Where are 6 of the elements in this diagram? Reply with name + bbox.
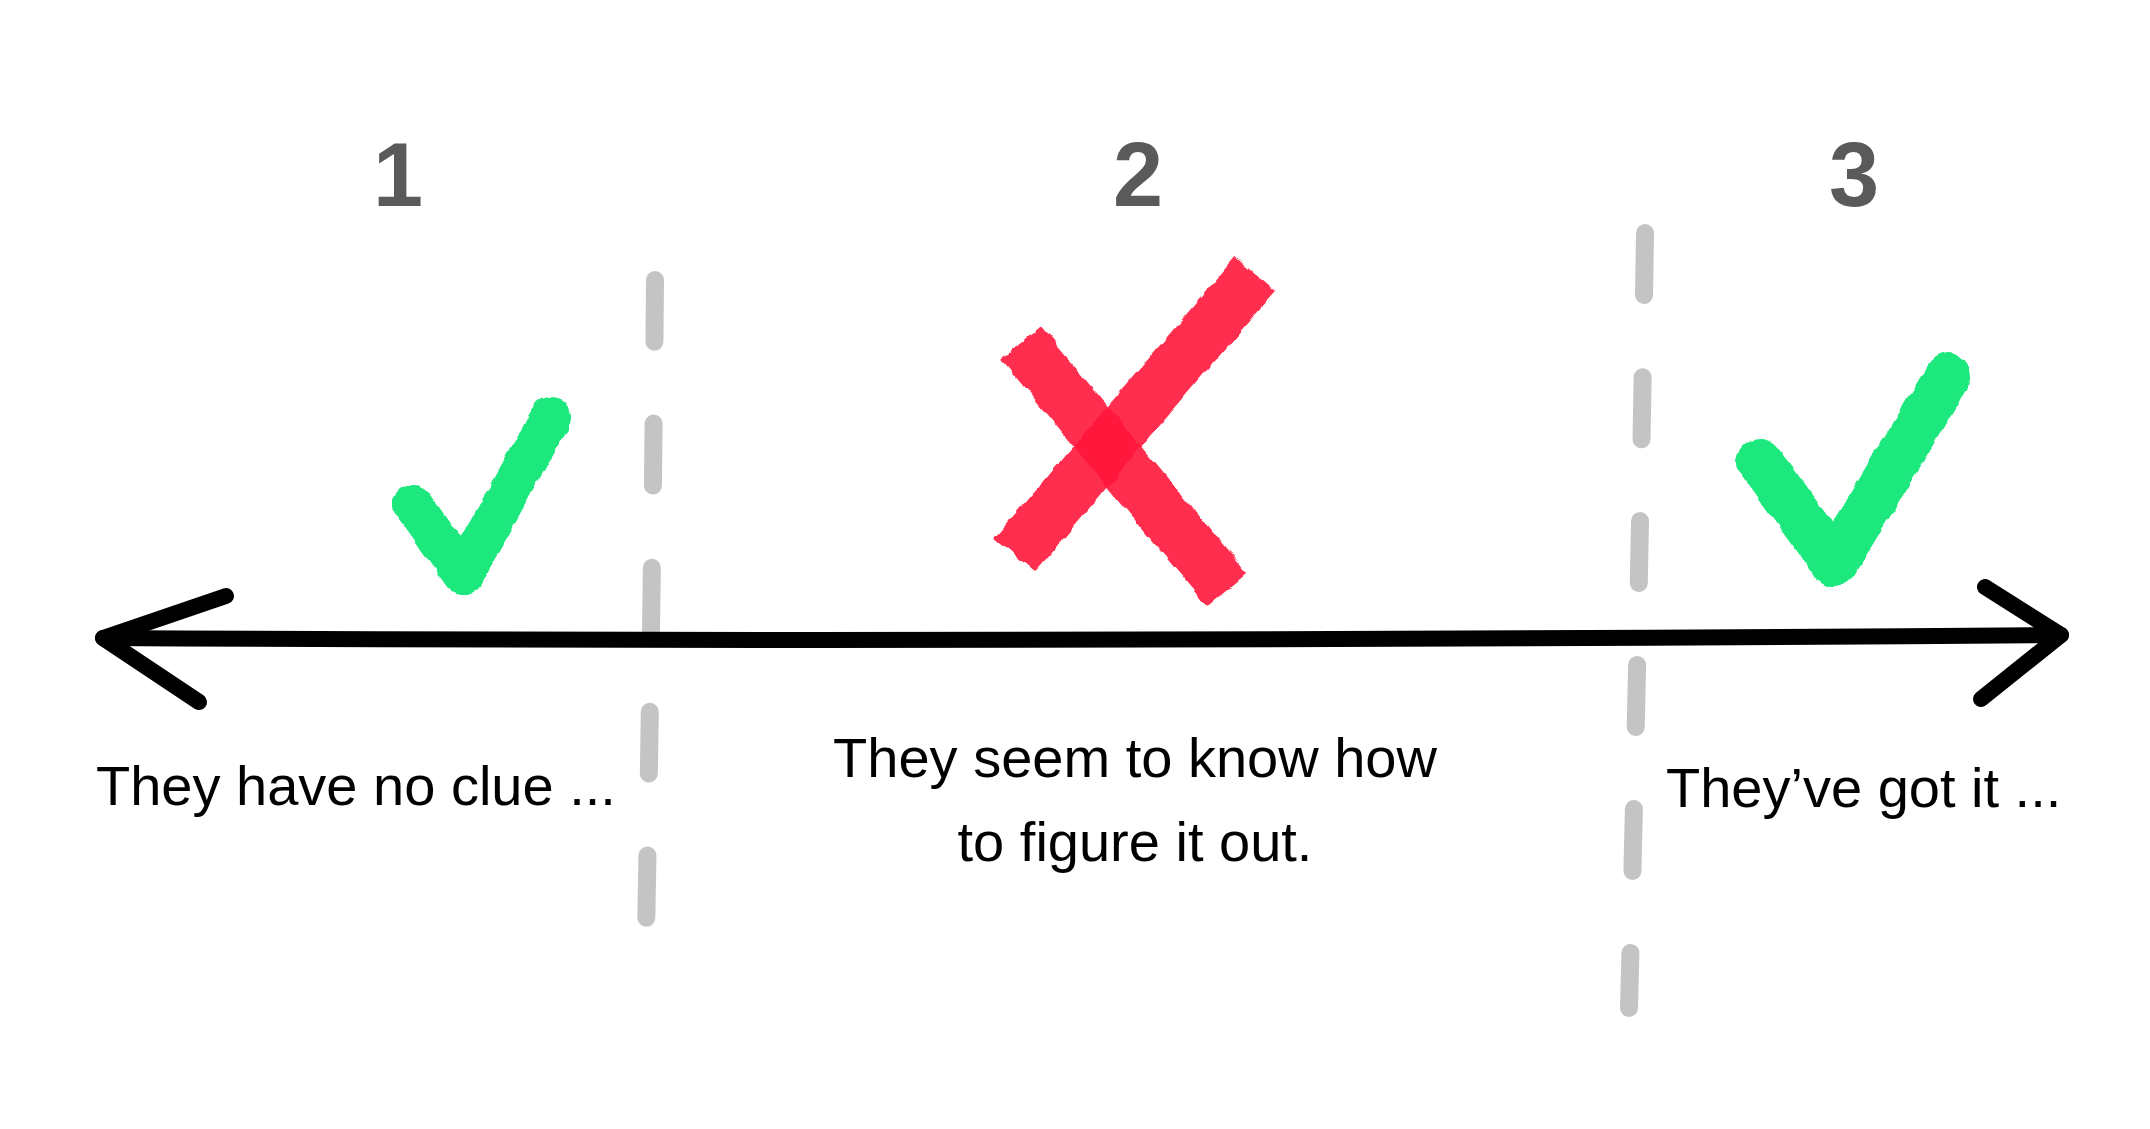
caption-text: They’ve got it ... bbox=[1666, 755, 2062, 821]
caption-text: They have no clue ... bbox=[96, 753, 616, 819]
zone-number: 2 bbox=[1113, 130, 1164, 220]
zone-number: 3 bbox=[1829, 130, 1880, 220]
zone-number: 1 bbox=[373, 130, 424, 220]
caption-text: They seem to know how to figure it out. bbox=[832, 725, 1438, 875]
